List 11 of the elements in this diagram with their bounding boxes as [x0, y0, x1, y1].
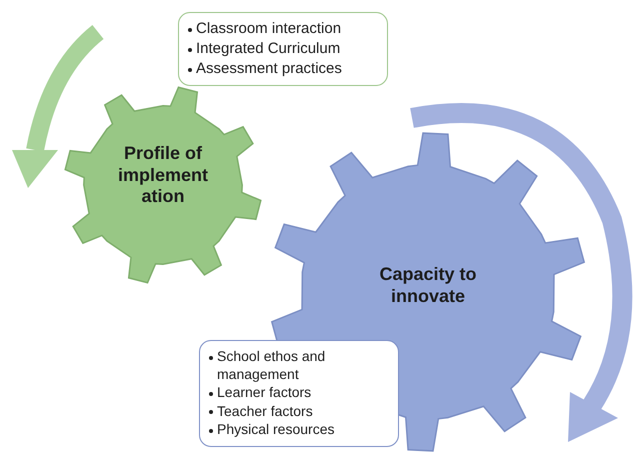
- callout-box: [199, 340, 399, 446]
- bullet-item: Teacher factors: [208, 402, 390, 420]
- gear-label: Capacity to innovate: [378, 264, 478, 308]
- bullet-item: Physical resources: [208, 421, 390, 438]
- bullet-item: Assessment practices: [187, 60, 379, 78]
- bullet-item: Classroom interaction: [187, 20, 379, 39]
- gear-label: Profile of implement ation: [116, 143, 210, 208]
- bullet-item: Integrated Curriculum: [187, 40, 379, 58]
- bullet-item: School ethos and management: [208, 348, 390, 383]
- callout-box: [178, 12, 388, 86]
- bullet-item: Learner factors: [208, 384, 390, 402]
